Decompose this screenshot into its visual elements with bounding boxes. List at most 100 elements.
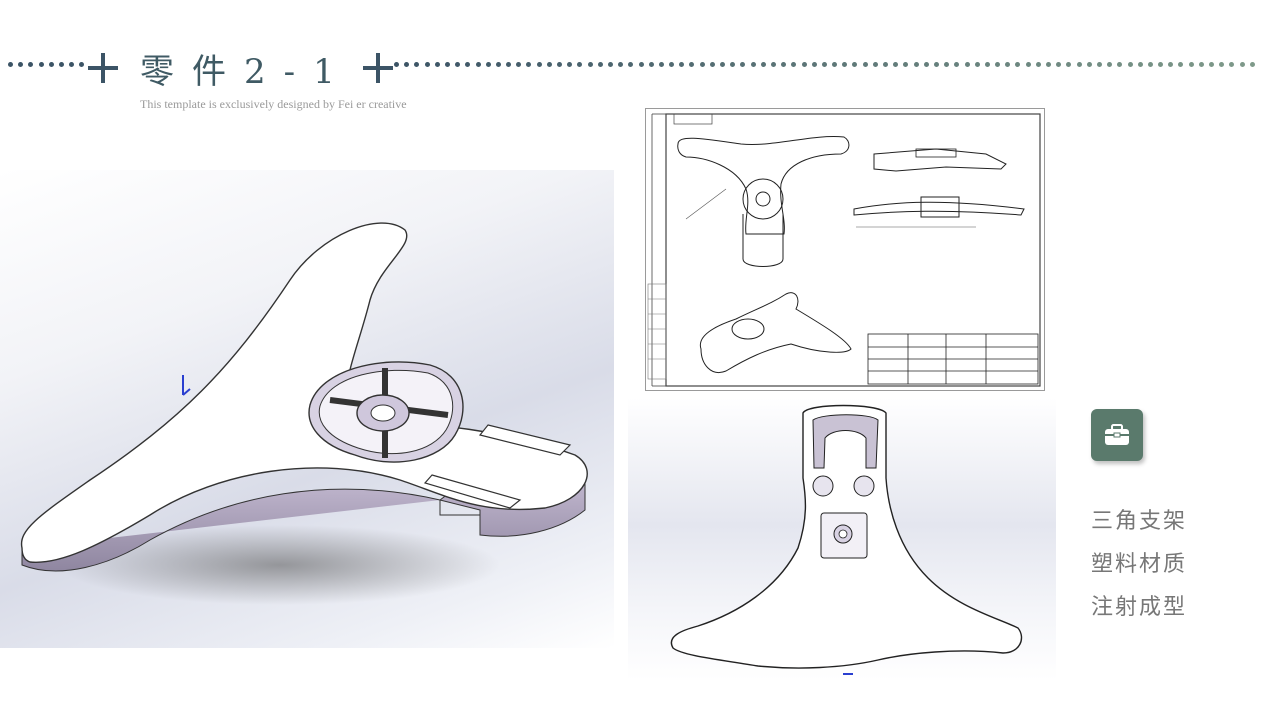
bottom-3d-render-image <box>628 398 1056 680</box>
header-dot-line-right <box>394 62 1280 70</box>
header-dot <box>944 62 950 67</box>
header-dot <box>1096 62 1102 67</box>
header-dot <box>8 62 13 67</box>
header-dot-line-left <box>8 62 90 70</box>
header-dot <box>495 62 501 67</box>
header-dot <box>750 62 756 67</box>
header-dot <box>883 62 888 67</box>
header-dot <box>536 62 542 67</box>
header-dot <box>801 62 807 67</box>
header-dot <box>506 62 512 67</box>
header-dot <box>1076 62 1082 67</box>
header-dot <box>79 62 85 67</box>
header-dot <box>444 62 450 67</box>
header-dot <box>1147 62 1153 67</box>
header-dot <box>628 62 634 67</box>
feature-process: 注射成型 <box>1091 595 1188 620</box>
header-dot <box>852 62 858 67</box>
header-dot <box>18 62 24 67</box>
header-dot <box>669 62 675 67</box>
header-dot <box>567 62 573 67</box>
header-dot <box>1086 62 1092 67</box>
header-dot <box>893 62 899 67</box>
header-dot <box>984 62 990 67</box>
header-dot <box>832 62 838 67</box>
header-dot <box>1025 62 1031 67</box>
header-dot <box>913 62 919 67</box>
header-dot <box>404 62 410 67</box>
header-dot <box>974 62 980 67</box>
header-dot <box>485 62 491 67</box>
header-dot <box>1198 62 1204 67</box>
header-dot <box>1035 62 1041 67</box>
header-dot <box>48 62 54 67</box>
header-dot <box>1209 62 1214 67</box>
header-dot <box>781 62 787 67</box>
header-dot <box>1239 62 1245 67</box>
plus-icon <box>362 53 393 83</box>
header-dot <box>730 62 736 67</box>
header-dot <box>465 62 471 67</box>
header-dot <box>618 62 624 67</box>
header-dot <box>557 62 562 67</box>
feature-shape: 三角支架 <box>1091 509 1188 534</box>
header-dot <box>434 62 440 67</box>
header-dot <box>842 62 848 67</box>
header-dot <box>1219 62 1225 67</box>
header-dot <box>1046 62 1051 67</box>
header-dot <box>740 62 746 67</box>
header-dot <box>597 62 603 67</box>
header-dot <box>872 62 878 67</box>
header-dot <box>28 62 34 67</box>
plus-icon <box>88 53 118 83</box>
header-dot <box>862 62 868 67</box>
header-dot <box>455 62 461 67</box>
header-dot <box>69 62 75 67</box>
header-dot <box>760 62 766 67</box>
header-dot <box>821 62 827 67</box>
header-dot <box>587 62 593 67</box>
header-dot <box>475 62 481 67</box>
header-dot <box>995 62 1001 67</box>
header-dot <box>1107 62 1113 67</box>
header-dot <box>414 62 420 67</box>
header-dot <box>1005 62 1011 67</box>
header-dot <box>1015 62 1021 67</box>
header-dot <box>1066 62 1072 67</box>
main-3d-render-image <box>0 170 614 648</box>
header-dot <box>679 62 685 67</box>
header-dot <box>526 62 532 67</box>
header-dot <box>1229 62 1235 67</box>
header-dot <box>964 62 970 67</box>
header-dot <box>577 62 583 67</box>
header-dot <box>516 62 522 67</box>
toolbox-icon <box>1091 409 1143 461</box>
page-subtitle: This template is exclusively designed by… <box>140 97 407 111</box>
header-dot <box>770 62 776 67</box>
header-dot <box>720 62 725 67</box>
header-dot <box>933 62 939 67</box>
header-dot <box>638 62 644 67</box>
header-dot <box>1249 62 1255 67</box>
header-dot <box>1158 62 1164 67</box>
header-dot <box>648 62 654 67</box>
header-dot <box>689 62 695 67</box>
header-dot <box>1117 62 1123 67</box>
header-dot <box>1178 62 1184 67</box>
header-dot <box>394 62 399 67</box>
header-dot <box>709 62 715 67</box>
header-dot <box>1168 62 1174 67</box>
header-title-group: 零件2-1 <box>88 38 393 98</box>
header-dot <box>58 62 64 67</box>
header-dot <box>791 62 797 67</box>
header-dot <box>954 62 960 67</box>
header-dot <box>607 62 613 67</box>
header-dot <box>546 62 552 67</box>
feature-material: 塑料材质 <box>1091 552 1188 577</box>
header-dot <box>699 62 705 67</box>
header-dot <box>424 62 430 67</box>
header-dot <box>1056 62 1062 67</box>
header-dot <box>811 62 817 67</box>
page-title: 零件2-1 <box>140 51 353 92</box>
header-dot <box>38 62 44 67</box>
